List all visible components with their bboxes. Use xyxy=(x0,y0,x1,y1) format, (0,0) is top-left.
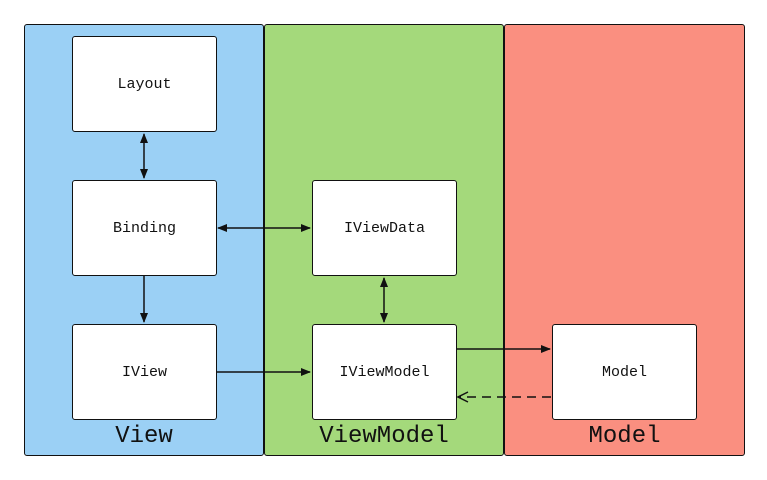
binding-node: Binding xyxy=(72,180,217,276)
iviewdata-node: IViewData xyxy=(312,180,457,276)
viewmodel-panel-title: ViewModel xyxy=(319,423,449,450)
view-panel-title: View xyxy=(115,423,173,450)
layout-node: Layout xyxy=(72,36,217,132)
model-panel-title: Model xyxy=(588,423,661,450)
iviewmodel-node: IViewModel xyxy=(312,324,457,420)
model-node: Model xyxy=(552,324,697,420)
iview-node: IView xyxy=(72,324,217,420)
